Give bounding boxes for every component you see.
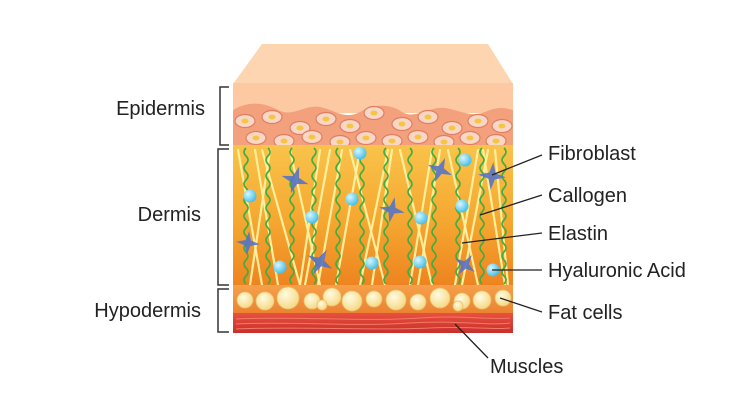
elastin-fiber xyxy=(289,147,295,285)
fibroblast xyxy=(307,249,333,275)
collagen-fiber xyxy=(481,148,507,285)
label-hyaluronic-acid: Hyaluronic Acid xyxy=(548,260,686,282)
epidermis-bracket xyxy=(219,86,229,146)
collagen-fiber xyxy=(253,148,280,285)
collagen-fiber xyxy=(348,148,387,285)
elastin-fiber xyxy=(407,147,413,285)
dermis-bracket xyxy=(217,148,229,286)
fibroblast xyxy=(236,231,260,255)
elastin-fiber xyxy=(265,147,271,285)
hyaluronic-acid-sphere xyxy=(243,189,257,203)
pointer-muscles xyxy=(454,323,489,359)
elastin-fiber xyxy=(383,147,389,285)
fibroblast xyxy=(478,162,506,190)
pointer-lines xyxy=(454,154,543,359)
cell-nucleus xyxy=(388,138,396,144)
label-fat-cells: Fat cells xyxy=(548,302,622,324)
cell-nucleus xyxy=(398,121,406,127)
elastin-fiber xyxy=(431,147,437,285)
label-fibroblast: Fibroblast xyxy=(548,143,636,165)
fat-cell xyxy=(494,289,512,307)
fat-cell xyxy=(322,287,342,307)
hyaluronic-acid-sphere xyxy=(413,255,427,269)
label-epidermis: Epidermis xyxy=(116,98,205,120)
cell-nucleus xyxy=(252,135,260,141)
cell-nucleus xyxy=(322,116,330,122)
cell-nucleus xyxy=(336,139,344,145)
cell-nucleus xyxy=(346,123,354,129)
fat-cell xyxy=(316,299,328,311)
elastin-fiber xyxy=(501,147,507,285)
hyaluronic-acid-sphere xyxy=(273,260,287,274)
label-dermis: Dermis xyxy=(138,204,201,226)
hyaluronic-acid-sphere xyxy=(414,211,428,225)
fibroblast xyxy=(281,166,309,194)
pointer-fat-cells xyxy=(499,297,543,313)
cell-nucleus xyxy=(241,118,249,124)
fat-cell xyxy=(472,290,492,310)
hyaluronic-acid-sphere xyxy=(353,146,367,160)
pointer-elastin xyxy=(461,232,543,244)
hyaluronic-acid-sphere xyxy=(458,153,472,167)
epidermis-cells xyxy=(234,105,513,150)
muscle-fibers xyxy=(235,316,511,330)
cell-nucleus xyxy=(492,138,500,144)
hyaluronic-acid-sphere xyxy=(455,199,469,213)
cell-nucleus xyxy=(448,125,456,131)
hyaluronic-acid-sphere xyxy=(345,192,359,206)
cell-nucleus xyxy=(414,134,422,140)
collagen-fiber xyxy=(358,148,390,285)
cell-nucleus xyxy=(474,118,482,124)
fibroblast-cells xyxy=(236,158,506,275)
collagen-fiber xyxy=(446,148,480,285)
elastin-fiber xyxy=(359,147,365,285)
fat-cell xyxy=(409,293,427,311)
fat-cell xyxy=(341,290,363,312)
fibroblast xyxy=(428,158,452,182)
label-elastin: Elastin xyxy=(548,223,608,245)
cell-nucleus xyxy=(440,139,448,145)
skin-surface xyxy=(233,44,513,84)
cell-nucleus xyxy=(280,138,288,144)
elastin-fiber xyxy=(335,147,341,285)
cell-nucleus xyxy=(466,135,474,141)
fibroblast xyxy=(379,197,405,223)
label-hypodermis: Hypodermis xyxy=(94,300,201,322)
fibroblast xyxy=(455,255,475,275)
cell-nucleus xyxy=(362,135,370,141)
pointer-fibroblast xyxy=(491,154,543,176)
hyaluronic-acid-sphere xyxy=(365,256,379,270)
cell-nucleus xyxy=(308,134,316,140)
hyaluronic-acid-sphere xyxy=(305,210,319,224)
layer-brackets xyxy=(217,86,229,333)
cell-nucleus xyxy=(268,114,276,120)
fat-cell xyxy=(452,300,464,312)
cell-nucleus xyxy=(370,110,378,116)
collagen-fiber xyxy=(236,148,264,285)
label-collagen: Callogen xyxy=(548,185,627,207)
elastin-fiber xyxy=(243,147,249,285)
elastin-fiber xyxy=(479,147,485,285)
cell-nucleus xyxy=(498,123,506,129)
fat-cell xyxy=(255,291,275,311)
fat-cell xyxy=(236,291,254,309)
pointer-collagen xyxy=(479,194,543,216)
hyaluronic-acid-spheres xyxy=(243,146,500,277)
fat-cell xyxy=(276,286,300,310)
hypodermis-bracket xyxy=(217,288,229,333)
fat-cell xyxy=(429,287,451,309)
cell-nucleus xyxy=(424,114,432,120)
label-muscles: Muscles xyxy=(490,356,563,378)
fat-cell xyxy=(365,290,383,308)
fat-cells xyxy=(236,286,512,312)
cell-nucleus xyxy=(296,125,304,131)
fat-cell xyxy=(385,289,407,311)
